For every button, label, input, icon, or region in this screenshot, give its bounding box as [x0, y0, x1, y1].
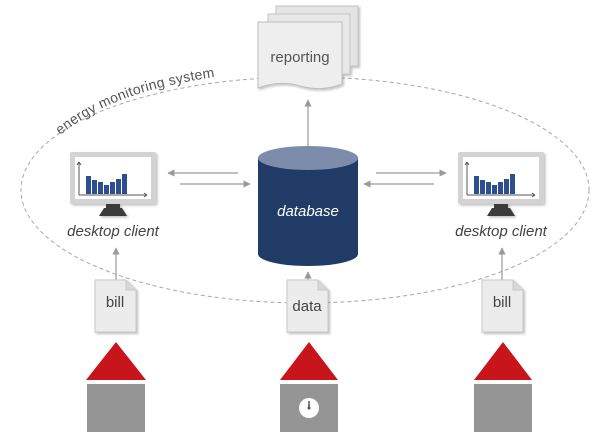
desktop-monitor-icon-left	[70, 152, 156, 216]
system-label: energy monitoring system	[52, 64, 215, 137]
document-icon-center	[286, 279, 329, 333]
system-label-text: energy monitoring system	[52, 64, 215, 137]
meter-clock-icon	[299, 398, 319, 418]
desktop-client-left-label: desktop client	[67, 223, 160, 240]
house-icon-right	[474, 342, 532, 432]
doc-center-label: data	[292, 298, 322, 315]
database-label: database	[277, 203, 339, 220]
doc-left-label: bill	[106, 294, 124, 311]
document-icon-right	[481, 279, 524, 333]
document-icon-left	[94, 279, 137, 333]
desktop-client-right-label: desktop client	[455, 223, 548, 240]
desktop-monitor-icon-right	[458, 152, 544, 216]
doc-right-label: bill	[493, 294, 511, 311]
house-icon-left	[86, 342, 146, 432]
system-boundary-ellipse	[20, 76, 590, 304]
reporting-label: reporting	[270, 49, 329, 66]
reporting-stack-icon	[257, 5, 359, 90]
house-icon-center	[280, 342, 338, 432]
database-cylinder-icon	[258, 146, 358, 266]
